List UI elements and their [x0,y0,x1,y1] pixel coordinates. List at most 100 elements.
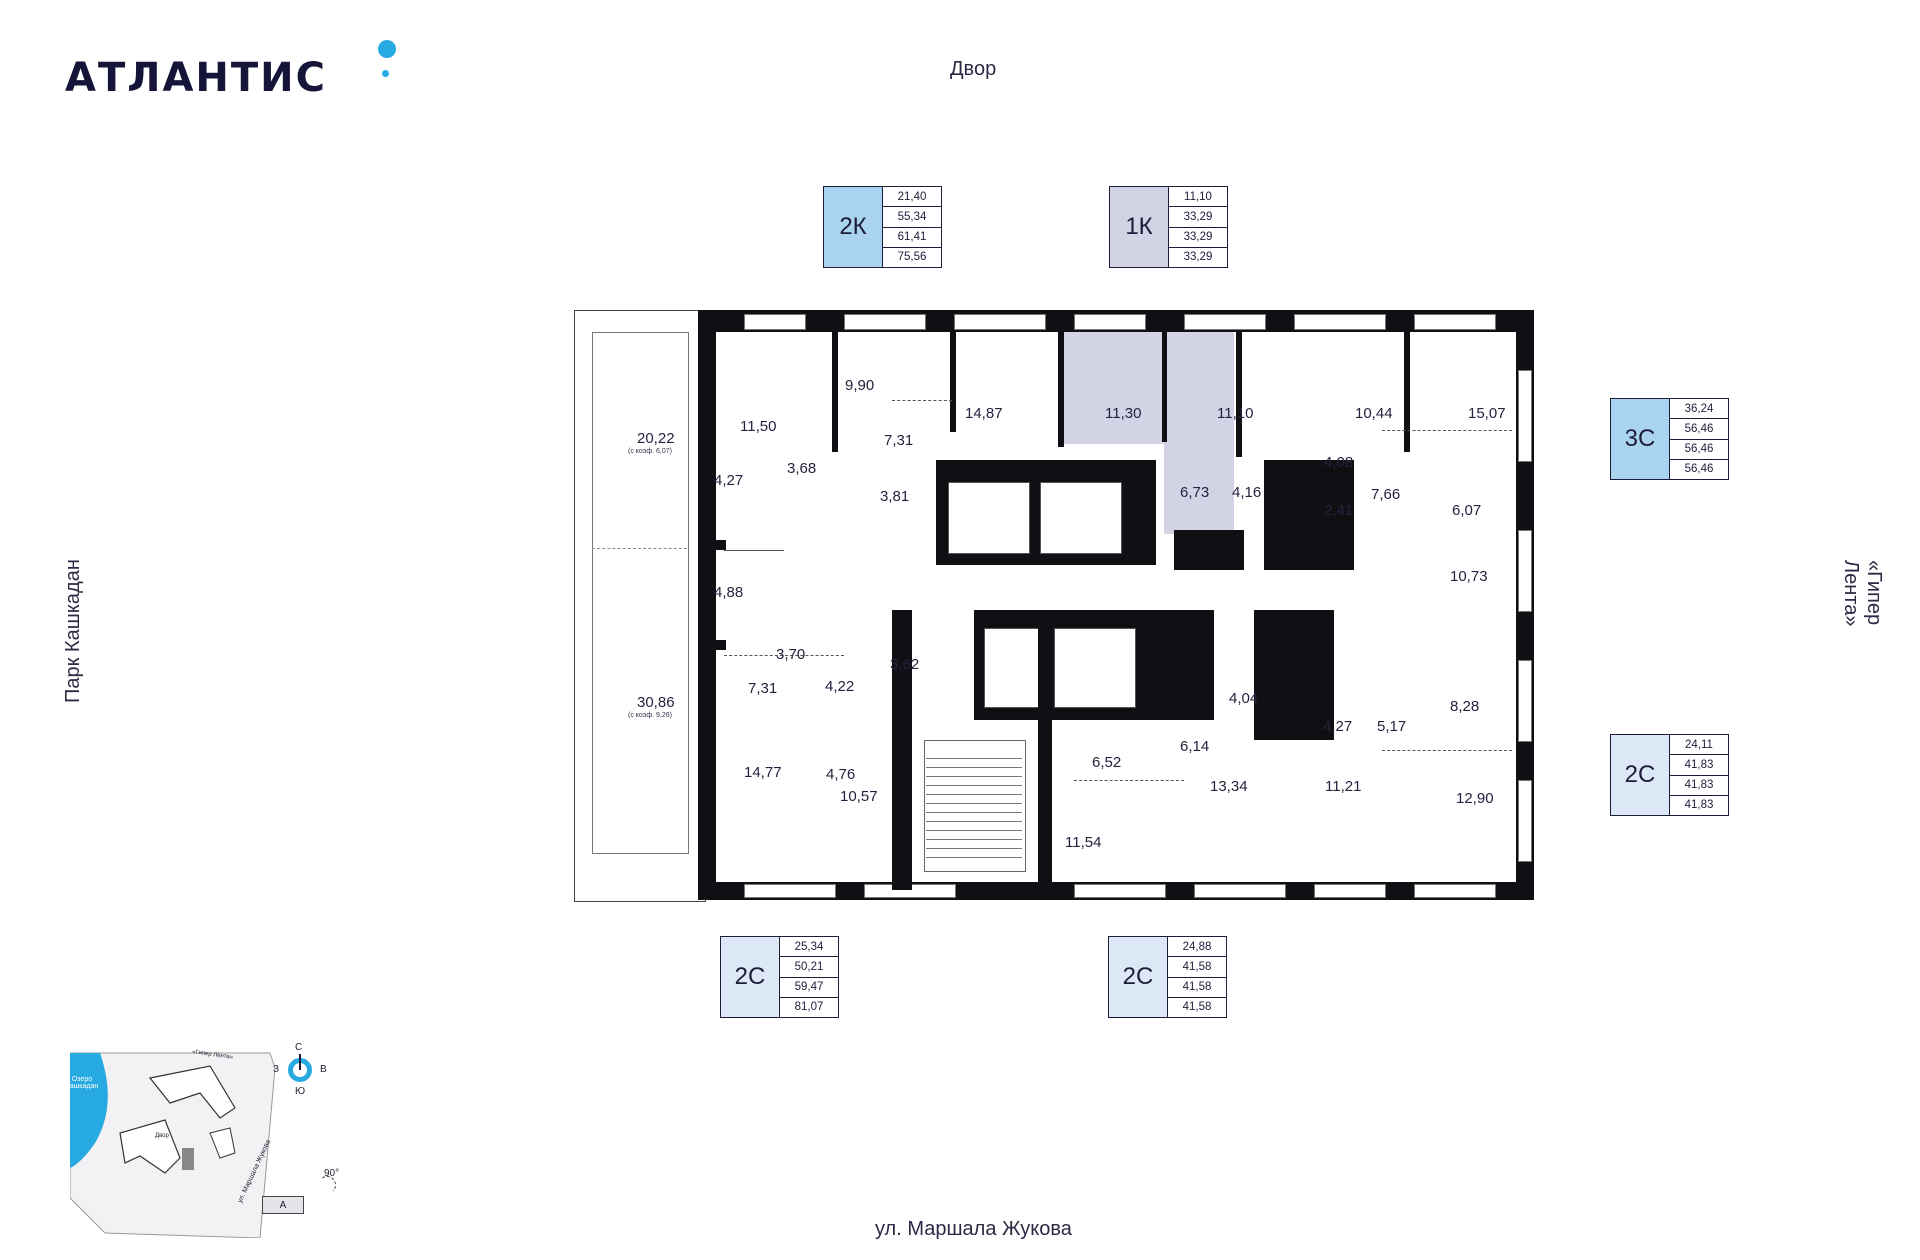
room-area: 3,62 [890,656,920,673]
core-wall [1038,610,1052,890]
window [1294,314,1386,330]
window [844,314,926,330]
compass-east: В [320,1064,327,1075]
window [744,884,836,898]
elevator [1040,482,1122,554]
room-area: 11,30 [1105,405,1142,422]
room-area: 10,73 [1450,568,1488,585]
apartment-card-3c[interactable]: 3С 36,24 56,46 56,46 56,46 [1610,398,1729,480]
room-area: 11,50 [740,418,777,435]
minimap-svg [69,1052,276,1239]
elevator [948,482,1030,554]
apartment-value: 75,56 [897,251,927,264]
apartment-code: 1К [1110,187,1169,267]
room-area: 4,04 [1229,690,1259,707]
apartment-code: 2К [824,187,883,267]
apartment-value: 11,10 [1169,187,1227,208]
rotation-label: 90° [324,1168,340,1179]
minimap-yard-label: Двор [155,1133,169,1139]
core-wall [1174,530,1244,570]
terrace-note: (с коэф. 6,07) [628,448,672,455]
window [1074,884,1166,898]
apartment-value: 41,58 [1182,1001,1212,1014]
room-area: 20,22 [637,430,675,447]
wall [1058,332,1064,447]
elevator [1054,628,1136,708]
apartment-value: 59,47 [780,978,838,998]
room-area: 4,22 [825,678,855,695]
apartment-card-2c-bottom-left[interactable]: 2С 25,34 50,21 59,47 81,07 [720,936,839,1018]
room-area: 11,10 [1217,405,1254,422]
wall [1236,332,1242,457]
wall [1404,332,1410,452]
room-area: 15,07 [1468,405,1506,422]
apartment-value: 56,46 [1684,463,1714,476]
core-wall [1254,610,1334,740]
window [954,314,1046,330]
location-minimap[interactable]: Озеро Кашкадан «Гипер Лента» Двор ул. Ма… [66,1048,345,1239]
apartment-1k-highlight-b [1164,444,1234,534]
apartment-value: 24,11 [1670,735,1728,756]
room-area: 30,86 [637,694,675,711]
compass-north: С [295,1042,303,1053]
room-area: 11,54 [1065,834,1102,851]
apartment-value: 25,34 [780,937,838,958]
room-area: 4,16 [1232,484,1262,501]
divider [1074,780,1184,781]
wall [698,640,726,650]
wall [698,540,726,550]
room-area: 13,34 [1210,778,1248,795]
apartment-card-2k[interactable]: 2К 21,40 55,34 61,41 75,56 [823,186,942,268]
room-area: 6,73 [1180,484,1210,501]
window [1414,314,1496,330]
room-area: 2,41 [1324,502,1354,519]
window [1074,314,1146,330]
compass-south: Ю [295,1086,306,1097]
window [1518,780,1532,862]
apartment-card-1k[interactable]: 1К 11,10 33,29 33,29 33,29 [1109,186,1228,268]
section-badge: А [262,1196,304,1214]
apartment-value: 50,21 [780,957,838,978]
window [1194,884,1286,898]
wall [698,310,716,900]
room-area: 7,31 [748,680,778,697]
stair-steps [926,750,1022,860]
room-area: 11,21 [1325,778,1362,795]
room-area: 4,08 [1324,454,1354,471]
apartment-code: 2С [1611,735,1670,815]
divider [1382,750,1512,751]
terrace-note: (с коэф. 9,26) [628,712,672,719]
apartment-value: 33,29 [1169,207,1227,228]
room-area: 10,44 [1355,405,1393,422]
apartment-value: 41,58 [1168,978,1226,998]
apartment-value: 33,29 [1169,228,1227,248]
room-area: 7,66 [1371,486,1401,503]
apartment-value: 56,46 [1670,419,1728,440]
apartment-value: 41,58 [1168,957,1226,978]
apartment-card-2c-bottom-mid[interactable]: 2С 24,88 41,58 41,58 41,58 [1108,936,1227,1018]
core-wall [892,610,912,890]
window [1414,884,1496,898]
room-area: 4,27 [1323,718,1353,735]
divider [724,550,784,551]
apartment-1k-highlight [1060,332,1234,444]
room-area: 8,28 [1450,698,1480,715]
street-top: Двор [950,58,997,80]
brand-logo[interactable]: АТЛАНТИС [65,55,328,101]
apartment-card-2c-right[interactable]: 2С 24,11 41,83 41,83 41,83 [1610,734,1729,816]
wall [950,332,956,432]
apartment-value: 36,24 [1670,399,1728,420]
room-area: 6,07 [1452,502,1482,519]
terrace [574,310,706,902]
wall [832,332,838,452]
window [1518,660,1532,742]
apartment-code: 2С [1109,937,1168,1017]
window [744,314,806,330]
room-area: 4,88 [714,584,744,601]
apartment-value: 41,83 [1670,755,1728,776]
window [1314,884,1386,898]
divider [892,400,952,401]
compass-west: З [273,1064,280,1075]
apartment-code: 2С [721,937,780,1017]
logo-dot-icon [378,40,396,58]
